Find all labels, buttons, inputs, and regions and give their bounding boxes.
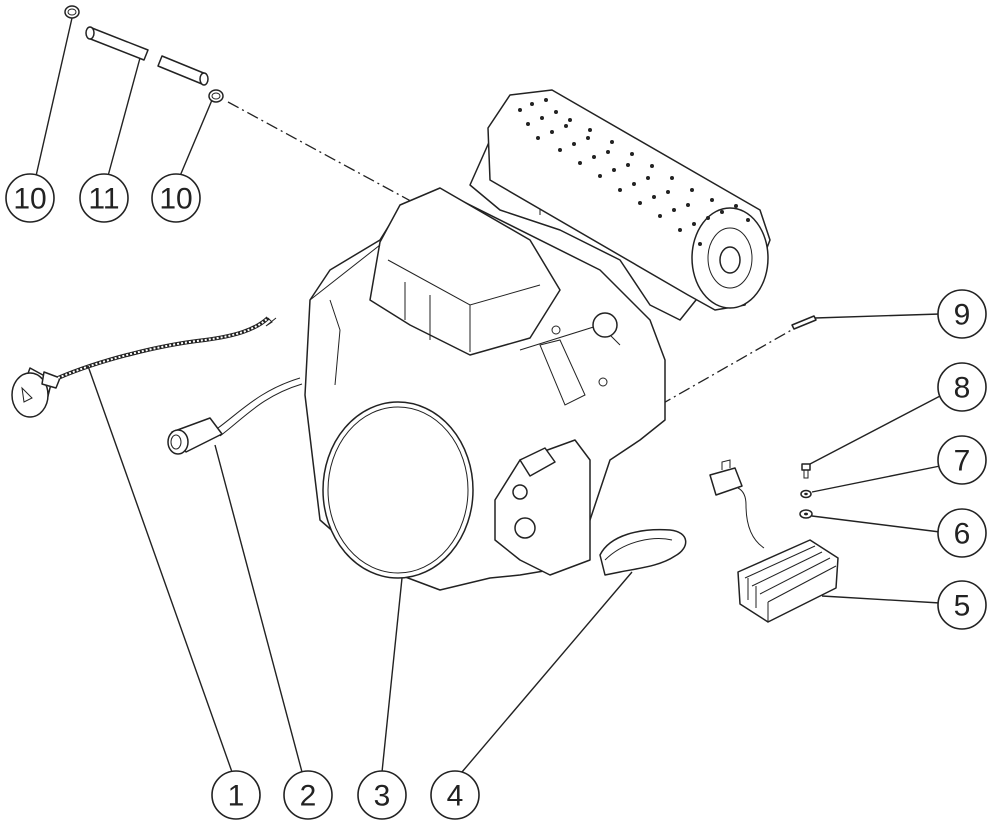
callout-1: 1 <box>211 770 261 820</box>
callout-label: 11 <box>88 183 119 216</box>
assembly-dash-lines <box>227 101 796 406</box>
hose-clamp-part-top <box>64 5 80 19</box>
callout-6: 6 <box>937 508 987 558</box>
callout-label: 8 <box>954 372 971 405</box>
callout-label: 10 <box>13 183 46 216</box>
callout-label: 6 <box>954 518 971 551</box>
callout-9: 9 <box>937 289 987 339</box>
engine-part <box>304 187 666 591</box>
callout-8: 8 <box>937 362 987 412</box>
washer-part <box>799 509 813 519</box>
voltage-regulator-part <box>709 459 839 623</box>
callout-label: 4 <box>447 780 464 813</box>
callout-label: 9 <box>954 299 971 332</box>
callout-label: 2 <box>300 780 317 813</box>
perforation-dots <box>518 98 750 246</box>
hose-clamp-part-bottom <box>208 89 224 103</box>
leader-lines <box>35 17 943 773</box>
screw-part <box>801 463 811 479</box>
callout-label: 5 <box>954 590 971 623</box>
lock-washer-part <box>800 489 812 499</box>
pin-part <box>791 315 817 330</box>
fuel-line-connector-part <box>167 377 303 455</box>
callout-label: 3 <box>374 780 391 813</box>
callout-7: 7 <box>937 435 987 485</box>
muffler-pipe-part <box>599 528 687 576</box>
callout-label: 10 <box>159 183 192 216</box>
callout-11: 11 <box>79 173 129 223</box>
fuel-hose-part <box>85 26 209 86</box>
callout-label: 1 <box>228 780 245 813</box>
choke-cable-part <box>11 316 277 418</box>
air-cleaner-part <box>469 89 771 321</box>
callout-4: 4 <box>430 770 480 820</box>
callout-3: 3 <box>357 770 407 820</box>
callout-10-top-right: 10 <box>151 173 201 223</box>
callout-label: 7 <box>954 445 971 478</box>
callout-2: 2 <box>283 770 333 820</box>
callout-10-top-left: 10 <box>5 173 55 223</box>
callout-5: 5 <box>937 580 987 630</box>
